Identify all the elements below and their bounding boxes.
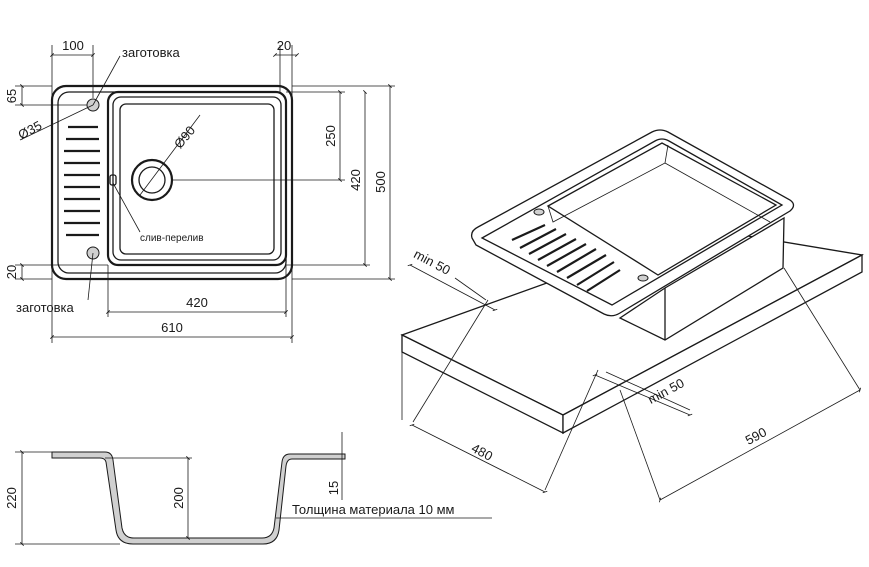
- dim-right-offset: 20: [277, 38, 291, 53]
- dim-drain-offset: 250: [323, 125, 338, 147]
- dim-bowl-height: 200: [171, 487, 186, 509]
- section-view: 220 200 15 Толщина материала 10 мм: [4, 432, 492, 546]
- label-blank-bottom: заготовка: [16, 300, 75, 315]
- dim-rim: 15: [326, 481, 341, 495]
- dim-width-total: 610: [161, 320, 183, 335]
- label-thickness: Толщина материала 10 мм: [292, 502, 455, 517]
- label-overflow: слив-перелив: [140, 233, 204, 244]
- drainboard-ribs: [64, 125, 100, 237]
- dim-bowl-depth: 420: [348, 169, 363, 191]
- iso-bowl-wall: [547, 144, 669, 223]
- label-blank-top: заготовка: [122, 45, 181, 60]
- dim-tap-hole: Ø35: [16, 118, 45, 143]
- iso-drainboard-ribs: [511, 223, 621, 292]
- dim-drain: Ø90: [171, 123, 198, 151]
- dim-bottom-offset: 20: [4, 265, 19, 279]
- dim-left-offset: 100: [62, 38, 84, 53]
- bowl-inner-1: [112, 96, 282, 261]
- iso-sink-rim: [470, 129, 795, 317]
- dim-depth-total: 500: [373, 171, 388, 193]
- overflow-hole: [109, 174, 117, 186]
- dim-cabinet-depth: 480: [469, 440, 495, 463]
- dimension-lines: [20, 53, 392, 339]
- iso-bowl-top: [546, 142, 778, 276]
- iso-tap-blank-2: [637, 274, 649, 282]
- drain-inner: [138, 166, 166, 194]
- dim-bowl-width: 420: [186, 295, 208, 310]
- top-view: 100 20 420 610 65 20 250 420 500 Ø35 Ø90…: [4, 38, 395, 343]
- cabinet-body: [618, 216, 785, 341]
- drain-outer: [130, 158, 174, 202]
- iso-tap-blank-1: [533, 208, 545, 216]
- dim-cabinet-width: 590: [743, 424, 769, 447]
- leader-lines: [19, 55, 201, 301]
- bowl-inner-2: [119, 103, 275, 255]
- bowl-outline: [106, 90, 288, 267]
- dim-height-total: 220: [4, 487, 19, 509]
- section-profile: [51, 451, 346, 545]
- iso-view: min 50 min 50 480 590: [400, 129, 864, 503]
- dim-top-offset: 65: [4, 89, 19, 103]
- dim-min-left: min 50: [411, 246, 453, 278]
